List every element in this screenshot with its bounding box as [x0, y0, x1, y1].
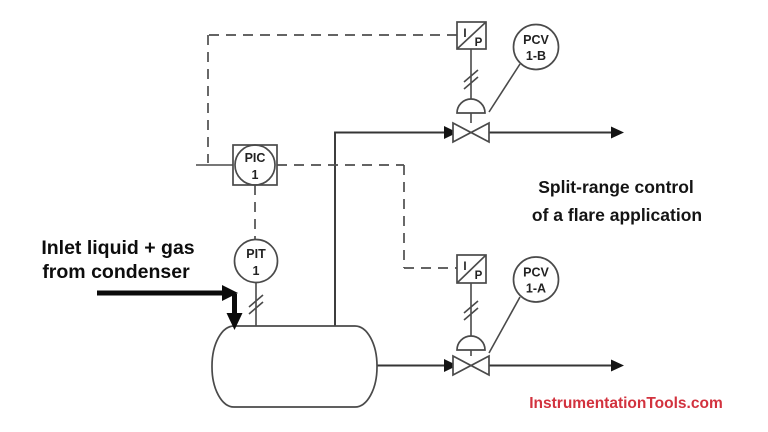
- ip-top-input-letter: I: [463, 28, 466, 40]
- pic-loop-number: 1: [252, 168, 259, 182]
- inlet-flow-arrow: [97, 285, 243, 330]
- valve-pcv-1a: PCV 1-A: [444, 256, 560, 377]
- pneumatic-slash-icon: [463, 69, 479, 83]
- pic-controller: PIC 1: [232, 144, 278, 186]
- process-pipes: [334, 126, 624, 372]
- diagram-title-line2: of a flare application: [532, 205, 702, 225]
- flow-arrow-bottom-end-icon: [611, 359, 624, 372]
- pneumatic-slash-icon: [463, 300, 479, 314]
- pit-circle: [233, 238, 279, 284]
- diagram-title-line1: Split-range control: [538, 177, 694, 197]
- vessel-body: [211, 325, 378, 408]
- ip-top-output-letter: P: [475, 37, 483, 49]
- pit-impulse-line: [248, 282, 264, 326]
- inlet-label-line2: from condenser: [42, 261, 190, 283]
- pcv-1b-loop-number: 1-B: [526, 49, 546, 63]
- pcv-1a-bubble: [512, 256, 560, 303]
- pneumatic-slash-icon: [463, 76, 479, 90]
- ip-bottom-diagonal: [456, 254, 487, 284]
- ip-top-diagonal: [456, 21, 487, 50]
- inlet-label-line1: Inlet liquid + gas: [41, 237, 194, 259]
- pic-circle: [234, 144, 276, 186]
- ip-bottom-output-letter: P: [475, 270, 483, 282]
- pneumatic-slash-icon: [463, 307, 479, 321]
- flow-arrow-before-valve-bottom-icon: [444, 359, 458, 372]
- pcv-1b-tag: PCV: [523, 33, 549, 47]
- control-valve-top-icon: [452, 121, 490, 144]
- valve-pcv-1b: PCV 1-B: [444, 23, 560, 144]
- valve-actuator-dome-top-icon: [456, 98, 486, 114]
- ip-transducer-bottom: I P: [456, 254, 487, 284]
- flow-arrow-before-valve-top-icon: [444, 126, 458, 139]
- valve-actuator-dome-bottom-icon: [456, 335, 486, 351]
- signal-lines: [196, 34, 457, 269]
- pit-transmitter: PIT 1: [233, 238, 279, 284]
- inlet-arrow-down-head-icon: [226, 313, 243, 330]
- annotations: Inlet liquid + gas from condenser Split-…: [41, 177, 722, 412]
- control-valve-bottom-icon: [452, 354, 490, 377]
- pic-tag: PIC: [245, 151, 266, 165]
- pcv-1b-leader-line: [488, 63, 521, 113]
- pcv-1a-tag: PCV: [523, 266, 549, 280]
- watermark-text: InstrumentationTools.com: [529, 395, 722, 412]
- inlet-arrow-right-head-icon: [222, 285, 238, 301]
- ip-bottom-input-letter: I: [463, 261, 466, 273]
- riser-pipe: [334, 131, 453, 326]
- pneumatic-slash-icon: [248, 301, 264, 315]
- pit-loop-number: 1: [253, 264, 260, 278]
- pcv-1b-bubble: [512, 23, 560, 71]
- pit-tag: PIT: [246, 247, 266, 261]
- pcv-1a-leader-line: [488, 296, 521, 354]
- flare-knockout-vessel: [211, 325, 378, 408]
- pcv-1a-loop-number: 1-A: [526, 282, 546, 296]
- flow-arrow-top-end-icon: [611, 126, 624, 139]
- pneumatic-slash-icon: [248, 294, 264, 308]
- ip-transducer-top: I P: [456, 21, 487, 50]
